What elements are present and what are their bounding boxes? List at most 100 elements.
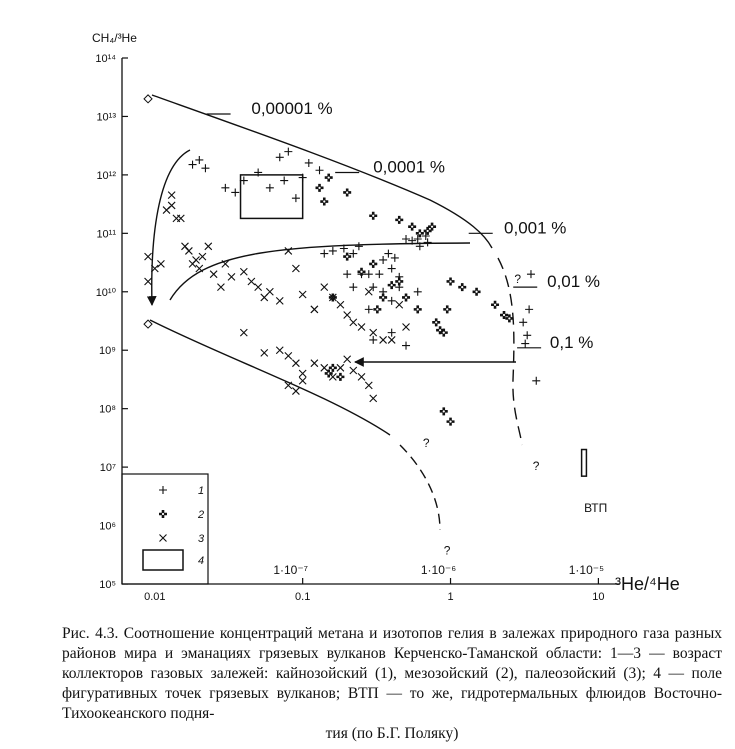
- data-point: [239, 176, 248, 185]
- data-point: [195, 155, 204, 164]
- plus-mark: [523, 331, 532, 340]
- data-point: [231, 188, 240, 197]
- plus-mark: [364, 270, 373, 279]
- bold-cross-center: [411, 225, 414, 228]
- data-point: [328, 372, 337, 381]
- data-point: [315, 183, 324, 192]
- data-point: [390, 253, 399, 262]
- legend-label: 3: [198, 533, 205, 545]
- x-mark: [336, 363, 345, 372]
- data-point: [357, 323, 366, 331]
- data-point: [525, 305, 534, 314]
- plus-mark: [402, 234, 411, 243]
- envelope-curves: [146, 94, 523, 531]
- bold-cross-center: [426, 229, 429, 233]
- data-point: [379, 336, 388, 344]
- x-mark: [254, 283, 263, 292]
- chart: CH₄/³He ³He/⁴He 10⁵10⁶10⁷10⁸10⁹10¹⁰10¹¹1…: [92, 31, 680, 603]
- plus-mark: [421, 232, 430, 241]
- x-mark: [310, 359, 319, 368]
- bold-cross-center: [398, 218, 401, 221]
- secondary-x-tick-label: 1·10⁻⁵: [569, 563, 604, 577]
- data-point: [292, 387, 300, 395]
- data-point: [349, 318, 358, 327]
- data-point: [298, 290, 307, 299]
- y-tick-label: 10¹⁴: [95, 53, 116, 65]
- data-point: [428, 222, 437, 231]
- data-point: [260, 349, 269, 357]
- plus-mark: [349, 283, 358, 292]
- annotation-label: ?: [423, 436, 430, 450]
- bold-cross-center: [404, 296, 408, 299]
- data-point: [369, 283, 378, 292]
- x-mark: [357, 372, 366, 381]
- x-mark: [364, 287, 373, 296]
- x-mark: [320, 283, 329, 292]
- legend-marker: [159, 510, 167, 518]
- x-mark: [260, 349, 269, 357]
- x-mark: [298, 376, 307, 385]
- x-mark: [292, 359, 300, 368]
- data-point: [343, 270, 352, 279]
- plus-mark: [328, 246, 337, 255]
- bold-cross-center: [508, 317, 511, 320]
- data-point: [167, 191, 176, 200]
- x-mark: [144, 277, 152, 286]
- data-point: [526, 270, 535, 279]
- data-point: [265, 287, 274, 296]
- x-mark: [247, 277, 256, 286]
- field-rect: [239, 174, 304, 220]
- y-tick-label: 10¹²: [96, 170, 116, 182]
- data-point: [247, 277, 256, 286]
- legend-rect-mark: [142, 549, 184, 571]
- x-mark: [402, 323, 410, 331]
- plus-mark: [379, 255, 388, 264]
- data-point: [354, 242, 363, 251]
- x-mark: [221, 260, 230, 268]
- x-tick-label: 0.01: [144, 591, 165, 603]
- x-mark: [310, 305, 319, 314]
- data-point: [369, 394, 378, 403]
- data-point: [408, 222, 417, 231]
- data-point: [349, 283, 358, 292]
- x-mark: [369, 394, 378, 403]
- data-point: [239, 328, 248, 337]
- plus-mark: [364, 305, 373, 314]
- data-point: [357, 372, 366, 381]
- x-mark: [157, 260, 165, 268]
- legend-label: 4: [198, 555, 204, 567]
- plus-mark: [159, 486, 167, 494]
- annotation-label: 0,00001 %: [251, 99, 332, 118]
- data-point: [439, 328, 448, 337]
- bold-cross-center: [475, 290, 478, 293]
- annotation-label: ВТП: [584, 501, 607, 515]
- data-point: [275, 346, 284, 355]
- plus-mark: [369, 335, 378, 344]
- data-point: [443, 305, 452, 314]
- x-mark: [349, 318, 358, 327]
- data-point: [195, 264, 204, 273]
- data-point: [209, 270, 218, 279]
- plus-mark: [519, 318, 528, 327]
- data-point: [521, 339, 530, 348]
- data-point: [336, 363, 345, 372]
- plus-mark: [201, 164, 210, 173]
- data-point: [349, 249, 358, 258]
- data-point: [198, 252, 207, 261]
- data-point: [315, 166, 324, 175]
- annotation-label: ?: [514, 272, 521, 286]
- legend-marker: [142, 549, 184, 571]
- x-mark: [320, 363, 329, 372]
- data-point: [304, 158, 313, 167]
- data-point: [221, 183, 230, 192]
- y-tick-label: 10⁹: [99, 345, 116, 357]
- plus-mark: [525, 305, 534, 314]
- plus-mark: [188, 160, 197, 169]
- bold-cross-center: [339, 375, 342, 378]
- data-point: [239, 267, 248, 276]
- data-point: [364, 270, 373, 279]
- bold-cross-center: [446, 308, 449, 311]
- bold-cross-center: [449, 420, 452, 423]
